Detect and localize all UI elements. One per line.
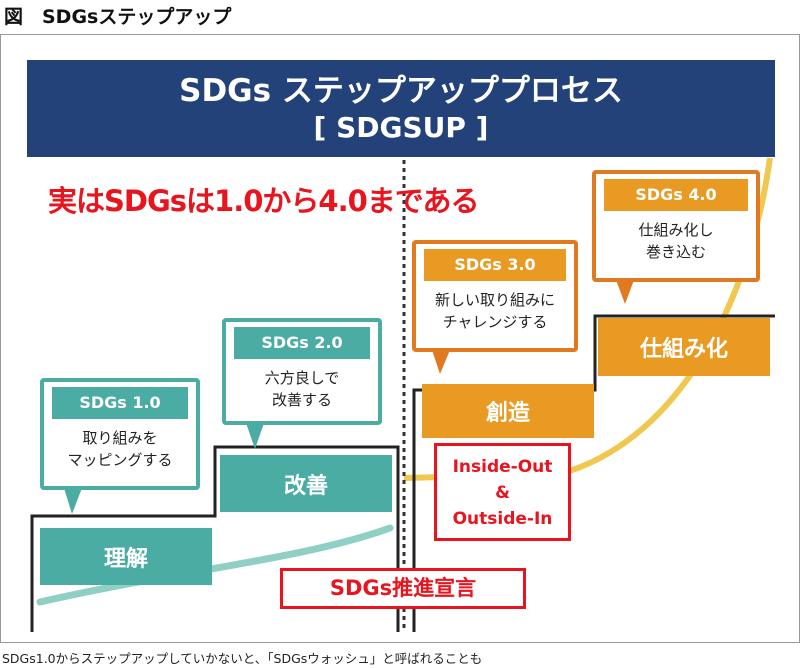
callout-text: 巻き込む	[645, 243, 706, 261]
callout-title: SDGs 1.0	[52, 387, 188, 419]
callout-text: 新しい取り組みに	[434, 291, 555, 309]
step-label-1: 理解	[40, 528, 212, 585]
callout-sdgs-2: SDGs 2.0 六方良しで改善する	[222, 318, 382, 425]
inside-out-box: Inside-Out & Outside-In	[434, 443, 571, 541]
callout-text: 取り組みを	[82, 429, 158, 447]
title-banner: SDGs ステップアッププロセス [ SDGSUP ]	[27, 60, 775, 157]
callout-text: 仕組み化し	[638, 221, 714, 239]
callout-title: SDGs 3.0	[424, 249, 566, 281]
step-label-3: 創造	[422, 384, 594, 438]
staircase-right	[412, 314, 775, 632]
headline: 実はSDGsは1.0から4.0まである	[48, 184, 479, 218]
callout-tail-4	[616, 280, 634, 304]
callout-sdgs-1: SDGs 1.0 取り組みをマッピングする	[40, 378, 200, 490]
callout-sdgs-4: SDGs 4.0 仕組み化し巻き込む	[592, 170, 760, 282]
callout-text: 六方良しで	[264, 369, 340, 387]
callout-title: SDGs 2.0	[234, 327, 370, 359]
banner-title: SDGs ステップアッププロセス	[179, 73, 623, 109]
callout-tail-3	[432, 350, 450, 374]
callout-text: マッピングする	[67, 451, 173, 469]
callout-sdgs-3: SDGs 3.0 新しい取り組みにチャレンジする	[412, 240, 578, 352]
ampersand-text: &	[495, 483, 510, 503]
banner-subtitle: [ SDGSUP ]	[313, 111, 489, 144]
outside-in-text: Outside-In	[452, 509, 553, 529]
staircase-left	[30, 445, 400, 632]
callout-tail-1	[64, 488, 82, 514]
step-label-4: 仕組み化	[598, 318, 770, 376]
teal-growth-curve	[36, 524, 394, 606]
declaration-box: SDGs推進宣言	[280, 568, 526, 609]
caption: SDGs1.0からステップアップしていかないと、「SDGsウォッシュ」と呼ばれる…	[2, 651, 483, 666]
step-label-2: 改善	[220, 455, 392, 512]
callout-text: チャレンジする	[442, 313, 548, 331]
callout-title: SDGs 4.0	[604, 179, 748, 211]
figure-title: 図 SDGsステップアップ	[4, 6, 232, 28]
callout-text: 改善する	[271, 391, 332, 409]
inside-out-text: Inside-Out	[452, 457, 553, 477]
callout-tail-2	[246, 423, 264, 449]
